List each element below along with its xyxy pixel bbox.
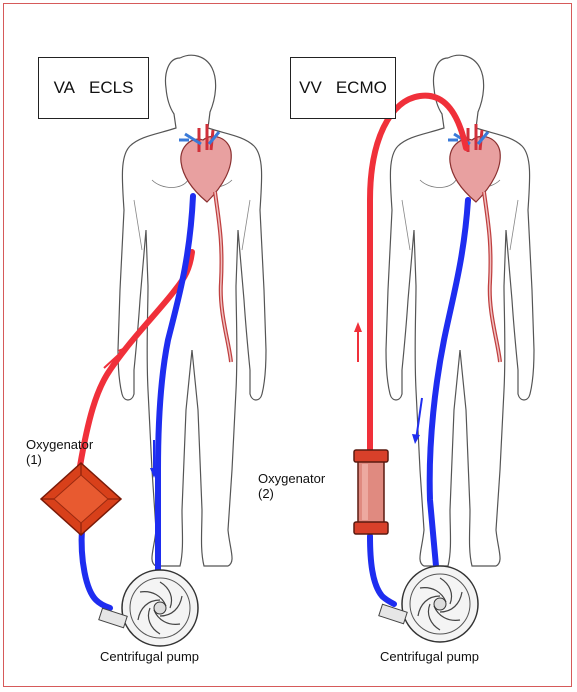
cylinder-oxygenator-icon bbox=[353, 449, 389, 535]
mode-abbr: VA bbox=[53, 78, 75, 97]
oxygenator-label: Oxygenator bbox=[258, 471, 326, 486]
human-body-outline-icon bbox=[117, 54, 267, 567]
centrifugal-pump-2-label: Centrifugal pump bbox=[380, 649, 479, 664]
vv-ecmo-label: VV ECMO bbox=[290, 57, 396, 119]
flow-arrow-icon bbox=[150, 440, 158, 478]
deoxygenated-line bbox=[367, 533, 397, 607]
mode-name: ECMO bbox=[335, 78, 387, 97]
flow-arrow-icon bbox=[412, 397, 423, 444]
flow-arrow-icon bbox=[103, 345, 129, 369]
mode-name: ECLS bbox=[89, 78, 134, 97]
heart-icon bbox=[446, 122, 503, 364]
oxygenator-number: (1) bbox=[26, 452, 42, 467]
oxygenator-2-label: Oxygenator (2) bbox=[258, 471, 325, 501]
oxygenator-label: Oxygenator bbox=[26, 437, 94, 452]
oxygenated-line bbox=[77, 249, 195, 469]
deoxygenated-line bbox=[155, 193, 196, 579]
deoxygenated-line bbox=[78, 525, 113, 611]
centrifugal-pump-1-label: Centrifugal pump bbox=[100, 649, 199, 664]
diamond-oxygenator-icon bbox=[39, 461, 123, 537]
oxygenator-1-label: Oxygenator (1) bbox=[26, 437, 93, 467]
figure-border bbox=[3, 3, 572, 687]
oxygenated-line bbox=[367, 92, 469, 455]
centrifugal-pump-icon bbox=[98, 569, 199, 647]
mode-abbr: VV bbox=[299, 78, 322, 97]
oxygenator-number: (2) bbox=[258, 486, 274, 501]
flow-arrow-icon bbox=[354, 322, 362, 362]
deoxygenated-line bbox=[426, 197, 471, 569]
va-ecls-label: VA ECLS bbox=[38, 57, 149, 119]
